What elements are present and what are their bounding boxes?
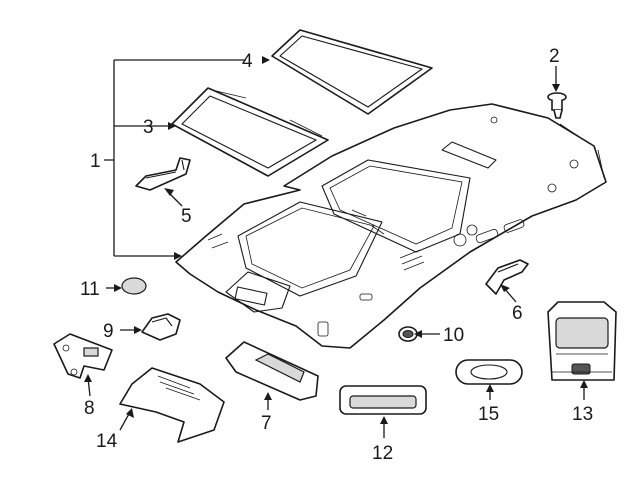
callout-13: 13 [572,404,593,425]
part-2-push-clip [547,92,567,119]
callout-9: 9 [103,321,114,342]
callout-12: 12 [372,443,393,464]
callout-8: 8 [84,398,95,419]
part-11-cap [121,277,147,295]
callout-15: 15 [478,404,499,425]
part-14-console-trim [119,367,225,443]
part-8-mounting-plate [53,333,113,379]
callout-4: 4 [242,51,253,72]
part-5-grab-handle [135,157,191,191]
part-1-headliner [175,103,607,349]
callout-1: 1 [90,151,101,172]
part-4-sunroof-panel [271,29,433,115]
callout-2: 2 [549,46,560,67]
part-7-sun-visor [225,341,319,401]
part-15-lens [455,359,523,385]
callout-11: 11 [80,279,100,300]
part-3-sunroof-panel [171,87,329,177]
part-12-overhead-light [339,385,427,415]
callout-6: 6 [512,303,523,324]
part-9-bracket [141,313,181,341]
part-13-overhead-console [547,301,617,381]
arrowheads [84,56,588,424]
callouts: 1 2 3 4 5 6 7 8 9 10 11 12 13 14 15 [80,46,593,464]
callout-10: 10 [443,325,464,346]
part-10-grommet [398,326,418,342]
callout-5: 5 [181,206,192,227]
part-6-rear-grab-handle [485,259,529,295]
callout-7: 7 [261,413,272,434]
callout-14: 14 [96,431,118,452]
callout-3: 3 [143,117,154,138]
